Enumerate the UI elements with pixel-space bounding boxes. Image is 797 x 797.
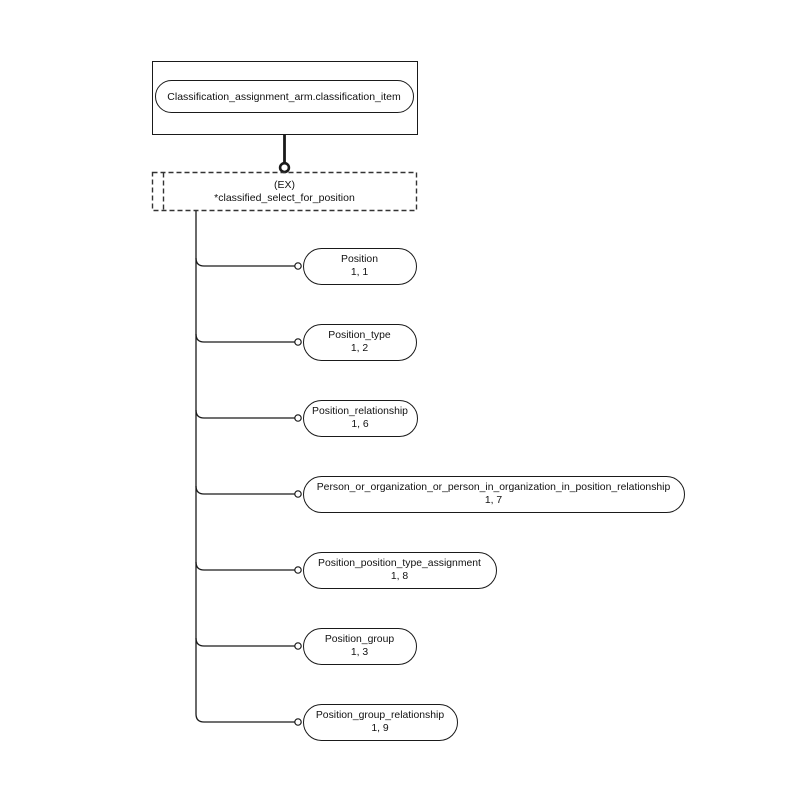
- trunk-line: [195, 211, 295, 723]
- select-type-tag: (EX): [274, 178, 295, 191]
- select-type-name: *classified_select_for_position: [214, 191, 355, 204]
- node-page-ref: 1, 7: [484, 495, 503, 506]
- node-label: Position_relationship: [312, 406, 408, 417]
- branch-circle-1: [294, 262, 302, 270]
- attribute-circle: [278, 161, 291, 174]
- node-page-ref: 1, 3: [350, 647, 369, 658]
- schema-reference-box: Classification_assignment_arm.classifica…: [152, 61, 418, 135]
- branch-circle-3: [294, 414, 302, 422]
- branch-circle-7: [294, 718, 302, 726]
- node-page-ref: 1, 1: [350, 267, 369, 278]
- node-page-ref: 1, 8: [390, 571, 409, 582]
- branch-line-2: [195, 333, 295, 343]
- node-page-ref: 1, 9: [371, 723, 389, 734]
- node-position: Position 1, 1: [302, 247, 417, 285]
- node-label: Position_group_relationship: [315, 710, 445, 721]
- branch-circle-6: [294, 642, 302, 650]
- node-label: Position: [341, 254, 378, 265]
- select-type-label-block: (EX) *classified_select_for_position: [152, 172, 417, 211]
- node-label: Position_position_type_assignment: [318, 558, 481, 569]
- node-label: Position_type: [328, 330, 391, 341]
- node-position-position-type-assignment: Position_position_type_assignment 1, 8: [302, 551, 497, 589]
- node-person-or-organization-in-position-relationship: Person_or_organization_or_person_in_orga…: [302, 475, 685, 513]
- branch-line-5: [195, 561, 295, 571]
- node-position-group-relationship: Position_group_relationship 1, 9: [302, 703, 458, 741]
- node-position-relationship: Position_relationship 1, 6: [302, 399, 418, 437]
- node-label: Position_group: [324, 634, 395, 645]
- node-position-group: Position_group 1, 3: [302, 627, 417, 665]
- branch-circle-2: [294, 338, 302, 346]
- node-position-type: Position_type 1, 2: [302, 323, 417, 361]
- schema-reference-oval: Classification_assignment_arm.classifica…: [154, 80, 414, 113]
- schema-reference-label: Classification_assignment_arm.classifica…: [167, 90, 401, 103]
- node-page-ref: 1, 2: [350, 343, 369, 354]
- select-type-dashed-box: [151, 171, 418, 212]
- branch-line-6: [195, 637, 295, 647]
- node-label: Person_or_organization_or_person_in_orga…: [316, 482, 671, 493]
- branch-circle-4: [294, 490, 302, 498]
- branch-circle-5: [294, 566, 302, 574]
- branch-line-3: [195, 409, 295, 419]
- branch-line-4: [195, 485, 295, 495]
- node-page-ref: 1, 6: [351, 419, 369, 430]
- branch-line-1: [195, 257, 295, 267]
